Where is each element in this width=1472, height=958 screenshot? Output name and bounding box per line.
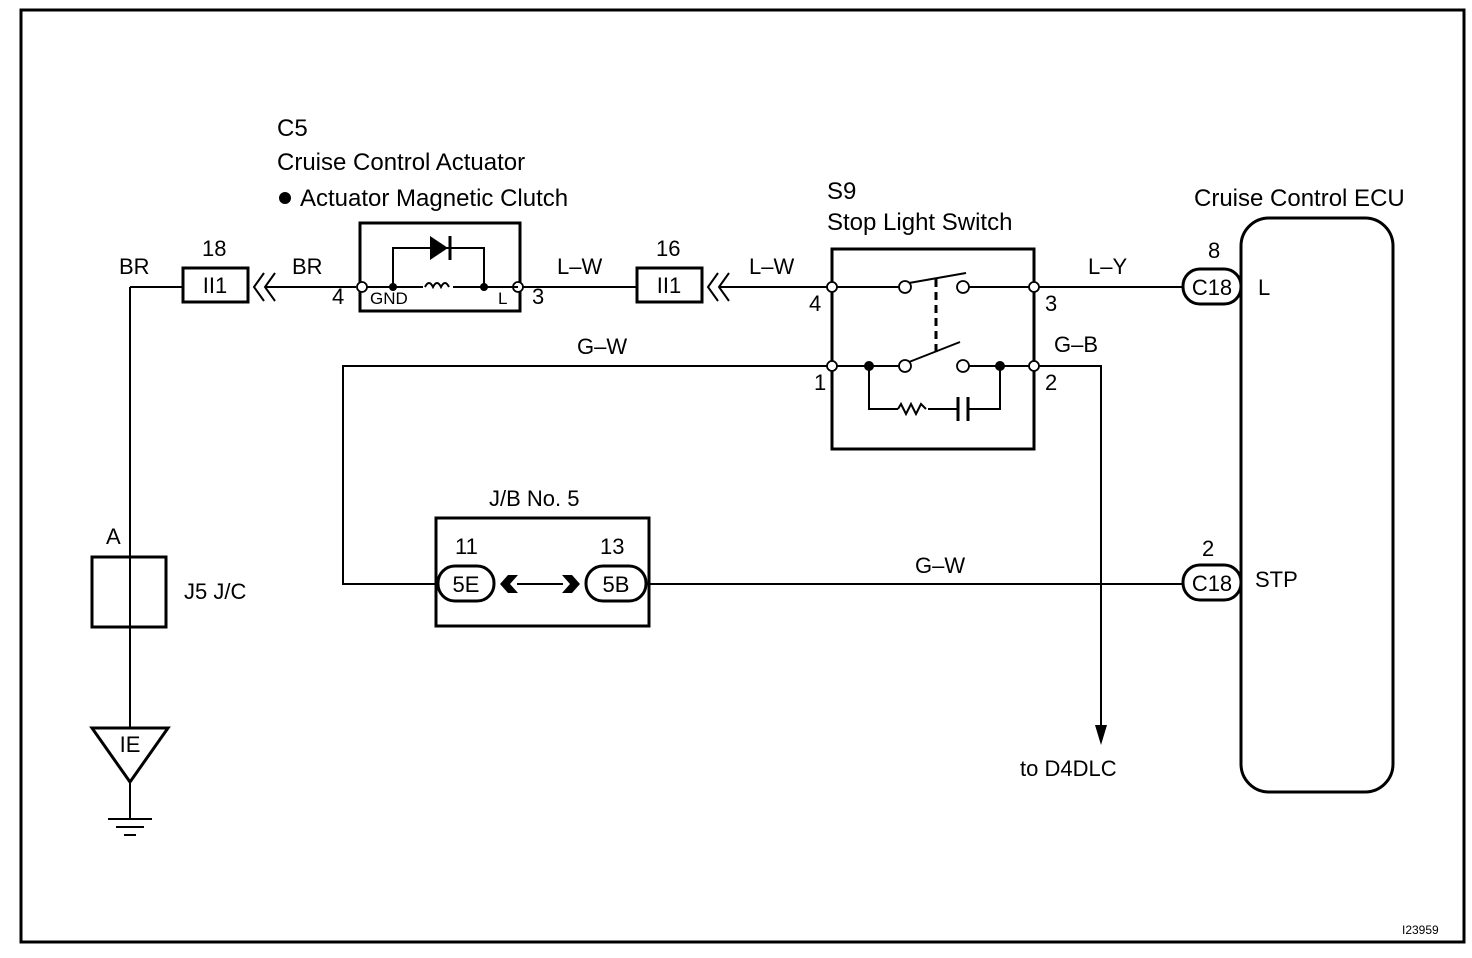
capacitor-icon <box>956 397 970 421</box>
switch-pin-4: 4 <box>809 291 821 316</box>
jb-right-id: 5B <box>603 572 630 597</box>
diagram-frame <box>19 8 1466 944</box>
switch-terminal-4 <box>826 281 838 293</box>
switch-lower-contact-a <box>898 359 912 373</box>
switch-name: Stop Light Switch <box>827 209 1012 236</box>
jb-name: J/B No. 5 <box>489 486 579 511</box>
wire-label-gw-top: G–W <box>577 334 627 359</box>
connector-left-box <box>181 266 250 304</box>
ground-label: IE <box>120 732 141 757</box>
wire-gb <box>1039 365 1102 733</box>
switch-upper-contact-a <box>898 280 912 294</box>
jb-left-id: 5E <box>453 572 480 597</box>
actuator-pin-left: 4 <box>332 284 344 309</box>
actuator-box <box>358 221 522 313</box>
switch-pin-1: 1 <box>814 370 826 395</box>
actuator-node-gnd <box>389 283 397 291</box>
arrow-down-icon <box>1095 725 1107 745</box>
resistor-icon <box>897 401 927 417</box>
diode-icon <box>430 236 448 260</box>
switch-terminal-3 <box>1028 281 1040 293</box>
bullet-icon <box>279 192 291 204</box>
destination-label: to D4DLC <box>1020 756 1117 781</box>
jb-left-chevron-icon <box>500 575 518 593</box>
connector-left-id: II1 <box>203 273 227 298</box>
jb-right-chevron-icon <box>562 575 580 593</box>
switch-pin-2: 2 <box>1045 370 1057 395</box>
wire-label-ly: L–Y <box>1088 254 1127 279</box>
actuator-pin-right: 3 <box>532 284 544 309</box>
wire-label-lw-left: L–W <box>557 254 602 279</box>
actuator-name: Cruise Control Actuator <box>277 149 525 176</box>
jb-right-number: 13 <box>600 534 624 559</box>
ground-triangle-icon <box>89 726 171 785</box>
switch-box <box>830 247 1036 451</box>
jc-name: J5 J/C <box>184 579 246 604</box>
switch-upper-contact-b <box>956 280 970 294</box>
actuator-gnd-label: GND <box>370 289 408 308</box>
switch-pin-3: 3 <box>1045 291 1057 316</box>
ecu-connector-l-id: C18 <box>1192 275 1232 300</box>
actuator-code: C5 <box>277 115 308 142</box>
wire-gw-top <box>342 365 827 585</box>
jc-terminal-label: A <box>106 524 121 549</box>
ecu-name: Cruise Control ECU <box>1194 185 1405 212</box>
ecu-connector-l <box>1181 267 1243 306</box>
actuator-part: Actuator Magnetic Clutch <box>300 185 568 212</box>
actuator-l-label: L <box>498 289 507 308</box>
coil-icon <box>424 282 450 290</box>
wire-label-lw-right: L–W <box>749 254 794 279</box>
switch-code: S9 <box>827 178 856 205</box>
connector-mid-id: II1 <box>657 273 681 298</box>
ecu-connector-stp-id: C18 <box>1192 571 1232 596</box>
connector-mid-number: 16 <box>656 236 680 261</box>
ground-symbol-icon <box>108 818 152 836</box>
ecu-pin-l-label: L <box>1258 275 1270 300</box>
connector-left-number: 18 <box>202 236 226 261</box>
wire-label-br-left: BR <box>119 254 150 279</box>
ecu-pin-stp-number: 2 <box>1202 536 1214 561</box>
jb-left-number: 11 <box>455 534 478 559</box>
connector-mid-box <box>635 266 704 304</box>
ecu-pin-l-number: 8 <box>1208 238 1220 263</box>
switch-terminal-1 <box>826 360 838 372</box>
actuator-terminal-4 <box>356 281 368 293</box>
switch-lower-blade <box>908 341 961 363</box>
jc-box <box>90 555 168 629</box>
ecu-connector-stp <box>1181 563 1243 602</box>
ecu-pin-stp-label: STP <box>1255 567 1298 592</box>
wire-label-br-right: BR <box>292 254 323 279</box>
wire-label-gb: G–B <box>1054 332 1098 357</box>
switch-rc-branch <box>868 366 1001 410</box>
switch-lower-contact-b <box>956 359 970 373</box>
switch-upper-blade <box>908 272 967 284</box>
jb-left-connector <box>436 564 496 603</box>
wire-label-gw-bottom: G–W <box>915 553 965 578</box>
figure-id: I23959 <box>1402 923 1439 937</box>
ecu-box <box>1239 216 1395 794</box>
switch-terminal-2 <box>1028 360 1040 372</box>
actuator-node-l <box>480 283 488 291</box>
